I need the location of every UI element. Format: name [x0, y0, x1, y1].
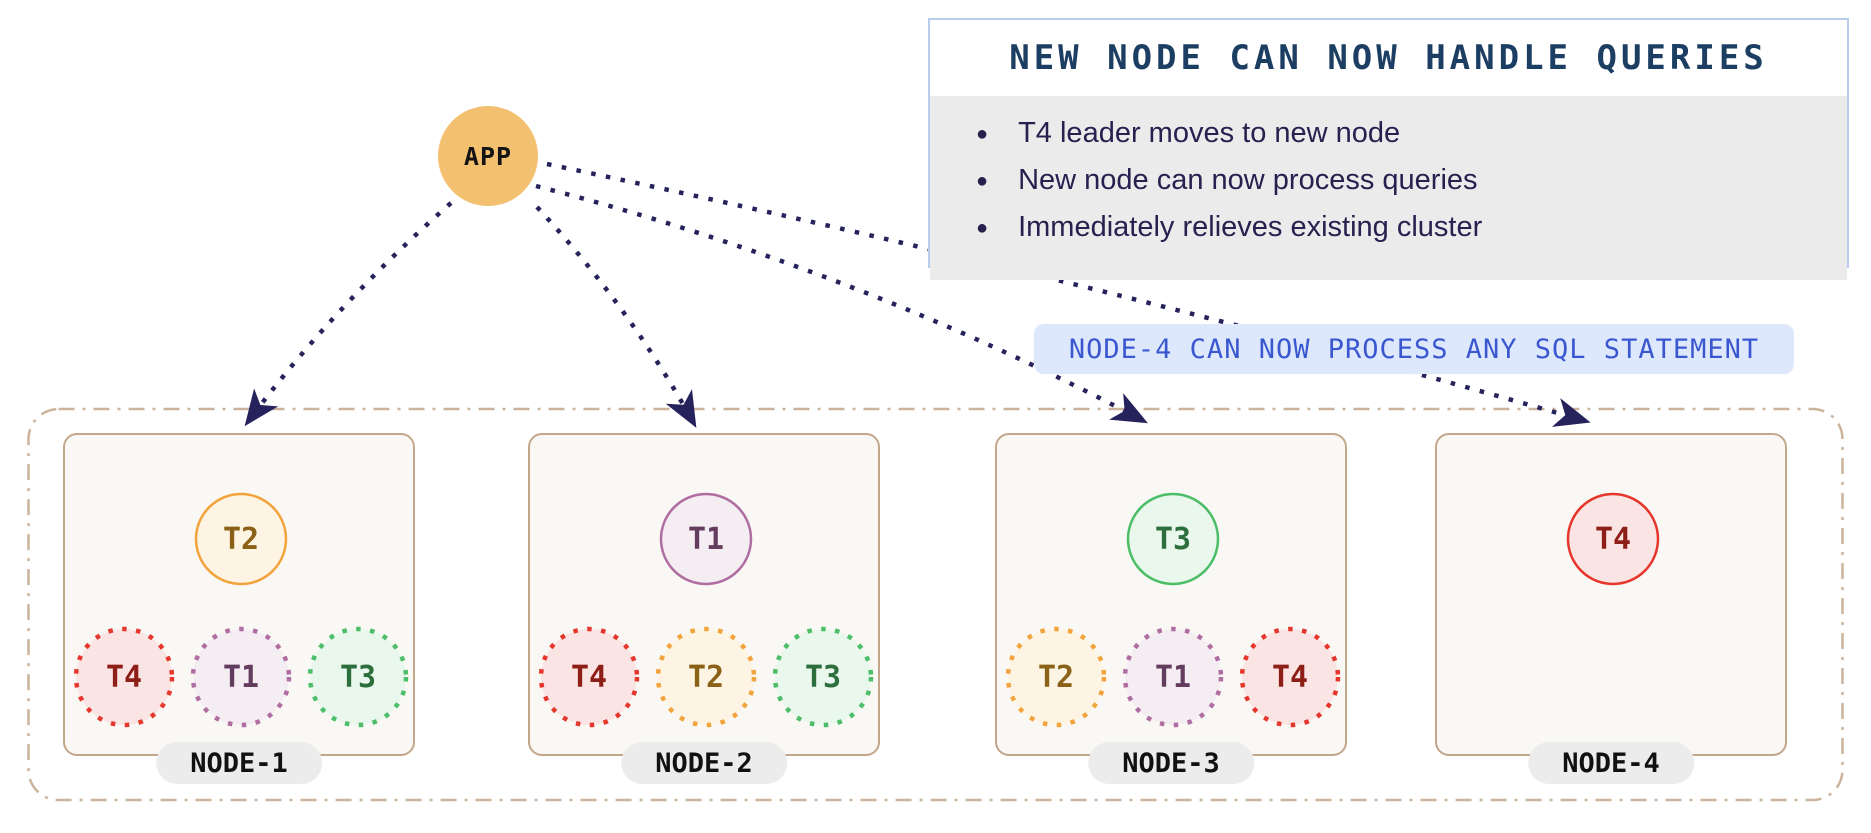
- replica-circle-t2: T2: [1003, 624, 1109, 730]
- replica-circle-t3: T3: [305, 624, 411, 730]
- callout-bullet: New node can now process queries: [976, 157, 1847, 204]
- tablet-label: T1: [687, 521, 725, 557]
- leader-circle-t3: T3: [1123, 489, 1223, 589]
- node-label-node-1: NODE-1: [156, 742, 322, 784]
- callout-bullet: Immediately relieves existing cluster: [976, 204, 1847, 251]
- replica-circle-t2: T2: [653, 624, 759, 730]
- tablet-label: T3: [1154, 521, 1192, 557]
- tablet-label: T4: [570, 659, 608, 695]
- replica-circle-t4: T4: [536, 624, 642, 730]
- banner-node4-sql: NODE-4 CAN NOW PROCESS ANY SQL STATEMENT: [1034, 324, 1794, 374]
- replica-circle-t3: T3: [770, 624, 876, 730]
- callout-new-node: NEW NODE CAN NOW HANDLE QUERIES T4 leade…: [928, 18, 1849, 280]
- tablet-label: T2: [687, 659, 725, 695]
- tablet-label: T3: [339, 659, 377, 695]
- replica-circle-t1: T1: [1120, 624, 1226, 730]
- replica-circle-t4: T4: [1237, 624, 1343, 730]
- node-label-node-4: NODE-4: [1528, 742, 1694, 784]
- node-label-node-3: NODE-3: [1088, 742, 1254, 784]
- leader-circle-t2: T2: [191, 489, 291, 589]
- tablet-label: T2: [222, 521, 260, 557]
- tablet-label: T3: [804, 659, 842, 695]
- replica-circle-t1: T1: [188, 624, 294, 730]
- callout-bullet: T4 leader moves to new node: [976, 110, 1847, 157]
- arrow-app-to-node-2: [535, 205, 697, 428]
- callout-bullet-list: T4 leader moves to new nodeNew node can …: [930, 96, 1847, 280]
- tablet-label: T4: [1594, 521, 1632, 557]
- tablet-label: T1: [222, 659, 260, 695]
- node-label-node-2: NODE-2: [621, 742, 787, 784]
- tablet-label: T4: [1271, 659, 1309, 695]
- tablet-label: T4: [105, 659, 143, 695]
- callout-title: NEW NODE CAN NOW HANDLE QUERIES: [1009, 38, 1768, 78]
- tablet-label: T2: [1037, 659, 1075, 695]
- tablet-label: T1: [1154, 659, 1192, 695]
- leader-circle-t4: T4: [1563, 489, 1663, 589]
- arrow-app-to-node-1: [244, 201, 453, 427]
- leader-circle-t1: T1: [656, 489, 756, 589]
- app-label: APP: [463, 141, 513, 171]
- replica-circle-t4: T4: [71, 624, 177, 730]
- app-circle: APP: [438, 106, 538, 206]
